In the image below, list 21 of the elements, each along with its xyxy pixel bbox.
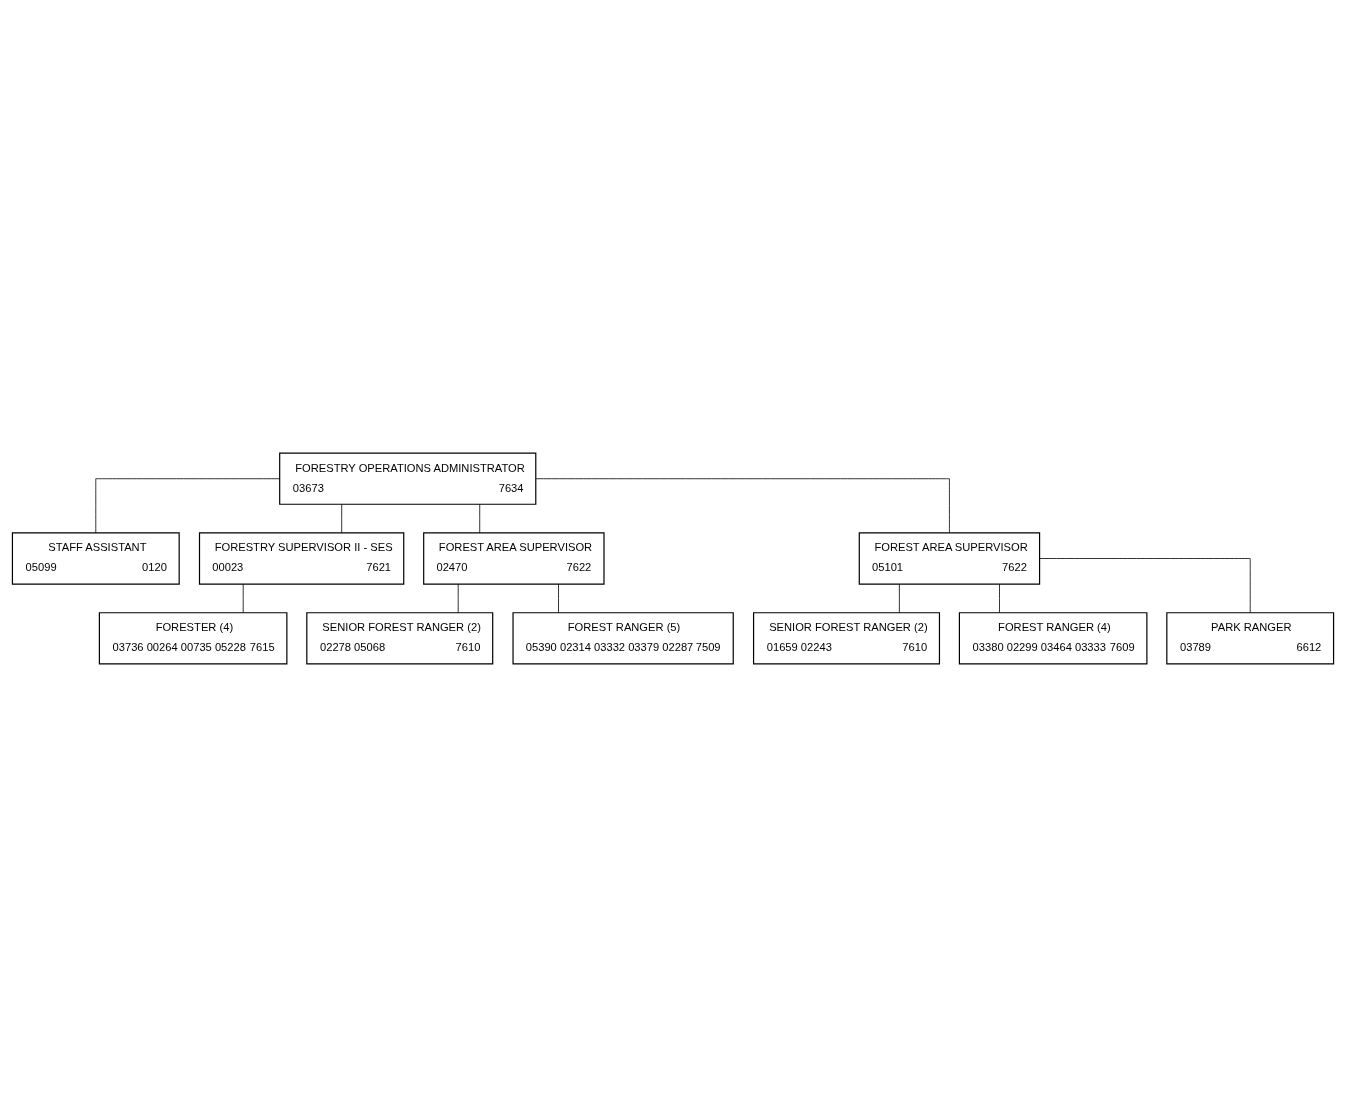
connector xyxy=(242,583,244,614)
node-box: FOREST AREA SUPERVISOR 02470 7622 xyxy=(423,532,605,585)
node-box: FOREST AREA SUPERVISOR 05101 7622 xyxy=(858,532,1041,585)
node-box: FORESTER (4) 03736 00264 00735 05228 7615 xyxy=(98,612,288,665)
connector xyxy=(898,583,900,614)
connector xyxy=(95,478,280,534)
connector xyxy=(558,583,559,614)
connector xyxy=(479,504,481,534)
node-box: FORESTRY OPERATIONS ADMINISTRATOR 03673 7634 xyxy=(279,452,537,505)
connector xyxy=(535,478,950,534)
connector xyxy=(341,504,343,534)
node-box: FOREST RANGER (4) 03380 02299 03464 03333 7609 xyxy=(958,612,1148,665)
connector xyxy=(999,583,1000,614)
node-box: PARK RANGER 03789 6612 xyxy=(1166,612,1335,665)
node-box: FOREST RANGER (5) 05390 02314 03332 03379 02287 7509 xyxy=(512,612,734,665)
node-box: FORESTRY SUPERVISOR II - SES 00023 7621 xyxy=(198,532,405,585)
node-box: SENIOR FOREST RANGER (2) 01659 02243 7610 xyxy=(753,612,941,665)
node-box: SENIOR FOREST RANGER (2) 02278 05068 7610 xyxy=(306,612,494,665)
connector xyxy=(457,583,459,614)
node-box: STAFF ASSISTANT 05099 0120 xyxy=(11,532,180,585)
connector xyxy=(1039,558,1251,613)
